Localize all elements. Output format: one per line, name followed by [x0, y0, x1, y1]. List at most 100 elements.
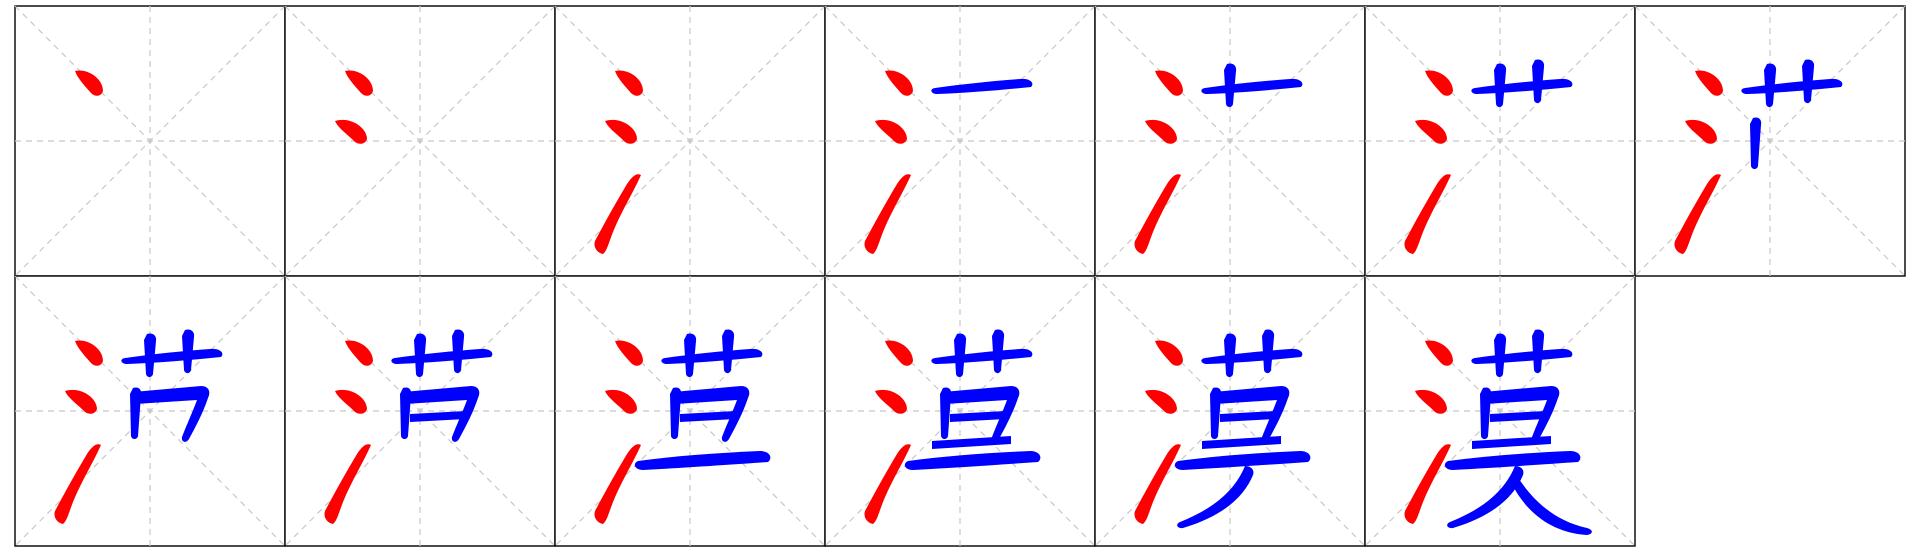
horizontal-stroke-9	[1490, 411, 1546, 422]
dot-stroke-2	[335, 389, 367, 414]
turning-stroke-8	[133, 386, 210, 442]
rising-stroke-3	[324, 444, 371, 524]
dot-stroke-2	[1415, 119, 1447, 144]
vertical-stroke-5	[684, 333, 697, 377]
turning-stroke-8	[1483, 386, 1560, 442]
vertical-stroke-5	[1764, 63, 1777, 107]
dot-stroke-2	[1145, 389, 1177, 414]
guide-lines	[824, 275, 1096, 547]
horizontal-stroke-11	[1472, 436, 1551, 449]
step-cell-3	[554, 5, 826, 277]
step-cell-10	[554, 275, 826, 547]
vertical-stroke-5	[1224, 333, 1237, 377]
step-cell-5	[1094, 5, 1366, 277]
step-cell-2	[284, 5, 556, 277]
horizontal-stroke-9	[680, 411, 736, 422]
horizontal-stroke-11	[932, 436, 1011, 449]
vertical-stroke-6	[1802, 59, 1815, 103]
dot-stroke-1	[615, 340, 643, 366]
vertical-stroke-5	[954, 333, 967, 377]
guide-lines	[284, 275, 556, 547]
dot-stroke-1	[345, 70, 373, 96]
rising-stroke-3	[1404, 444, 1451, 524]
dot-stroke-1	[885, 340, 913, 366]
step-cell-4	[824, 5, 1096, 277]
dot-stroke-2	[1685, 119, 1717, 144]
turning-stroke-8	[943, 386, 1020, 442]
dot-stroke-1	[1155, 340, 1183, 366]
rising-stroke-3	[864, 444, 911, 524]
dot-stroke-1	[615, 70, 643, 96]
step-cell-9	[284, 275, 556, 547]
vertical-stroke-6	[722, 329, 735, 373]
guide-lines	[824, 5, 1096, 277]
horizontal-stroke-10	[1174, 451, 1311, 470]
rising-stroke-3	[1134, 444, 1181, 524]
vertical-stroke-6	[992, 329, 1005, 373]
dot-stroke-2	[875, 119, 907, 144]
vertical-stroke-5	[1494, 333, 1507, 377]
dot-stroke-1	[885, 70, 913, 96]
dot-stroke-1	[1695, 70, 1723, 96]
vertical-stroke-6	[1262, 329, 1275, 373]
guide-lines	[1634, 5, 1906, 277]
rising-stroke-3	[594, 444, 641, 524]
rising-stroke-3	[594, 174, 641, 254]
step-cell-1	[14, 5, 286, 277]
rising-stroke-3	[864, 174, 911, 254]
dot-stroke-2	[1415, 389, 1447, 414]
rising-stroke-3	[1674, 174, 1721, 254]
dot-stroke-1	[1155, 70, 1183, 96]
dot-stroke-1	[75, 70, 103, 96]
vertical-stroke-6	[452, 329, 465, 373]
guide-lines	[554, 5, 826, 277]
dot-stroke-1	[75, 340, 103, 366]
step-cell-12	[1094, 275, 1366, 547]
turning-stroke-8	[1213, 386, 1290, 442]
dot-stroke-2	[65, 389, 97, 414]
vertical-stroke-5	[144, 333, 157, 377]
vertical-stroke-7	[1750, 117, 1762, 169]
vertical-stroke-5	[414, 333, 427, 377]
horizontal-stroke-9	[1220, 411, 1276, 422]
vertical-stroke-5	[1224, 63, 1237, 107]
vertical-stroke-6	[1532, 59, 1545, 103]
vertical-stroke-6	[182, 329, 195, 373]
horizontal-stroke-10	[634, 451, 771, 470]
rising-stroke-3	[1404, 174, 1451, 254]
vertical-stroke-6	[1532, 329, 1545, 373]
step-cell-8	[14, 275, 286, 547]
right-falling-stroke-13	[1513, 476, 1592, 535]
guide-lines	[554, 275, 826, 547]
step-cell-7	[1634, 5, 1906, 277]
turning-stroke-8	[673, 386, 750, 442]
left-falling-stroke-12	[1447, 466, 1524, 529]
guide-lines	[284, 5, 556, 277]
step-cell-13	[1364, 275, 1636, 547]
dot-stroke-2	[335, 119, 367, 144]
dot-stroke-1	[1425, 340, 1453, 366]
horizontal-stroke-10	[904, 451, 1041, 470]
step-cell-11	[824, 275, 1096, 547]
dot-stroke-2	[605, 119, 637, 144]
dot-stroke-1	[345, 340, 373, 366]
dot-stroke-2	[1145, 119, 1177, 144]
dot-stroke-2	[875, 389, 907, 414]
step-cell-6	[1364, 5, 1636, 277]
guide-lines	[14, 275, 286, 547]
dot-stroke-2	[605, 389, 637, 414]
vertical-stroke-5	[1494, 63, 1507, 107]
rising-stroke-3	[1134, 174, 1181, 254]
rising-stroke-3	[54, 444, 101, 524]
dot-stroke-1	[1425, 70, 1453, 96]
horizontal-stroke-11	[1202, 436, 1281, 449]
left-falling-stroke-12	[1177, 466, 1254, 529]
turning-stroke-8	[403, 386, 480, 442]
guide-lines	[1364, 5, 1636, 277]
guide-lines	[14, 5, 286, 277]
horizontal-stroke-9	[950, 411, 1006, 422]
horizontal-stroke-9	[410, 411, 466, 422]
horizontal-stroke-4	[931, 78, 1033, 94]
guide-lines	[1094, 5, 1366, 277]
